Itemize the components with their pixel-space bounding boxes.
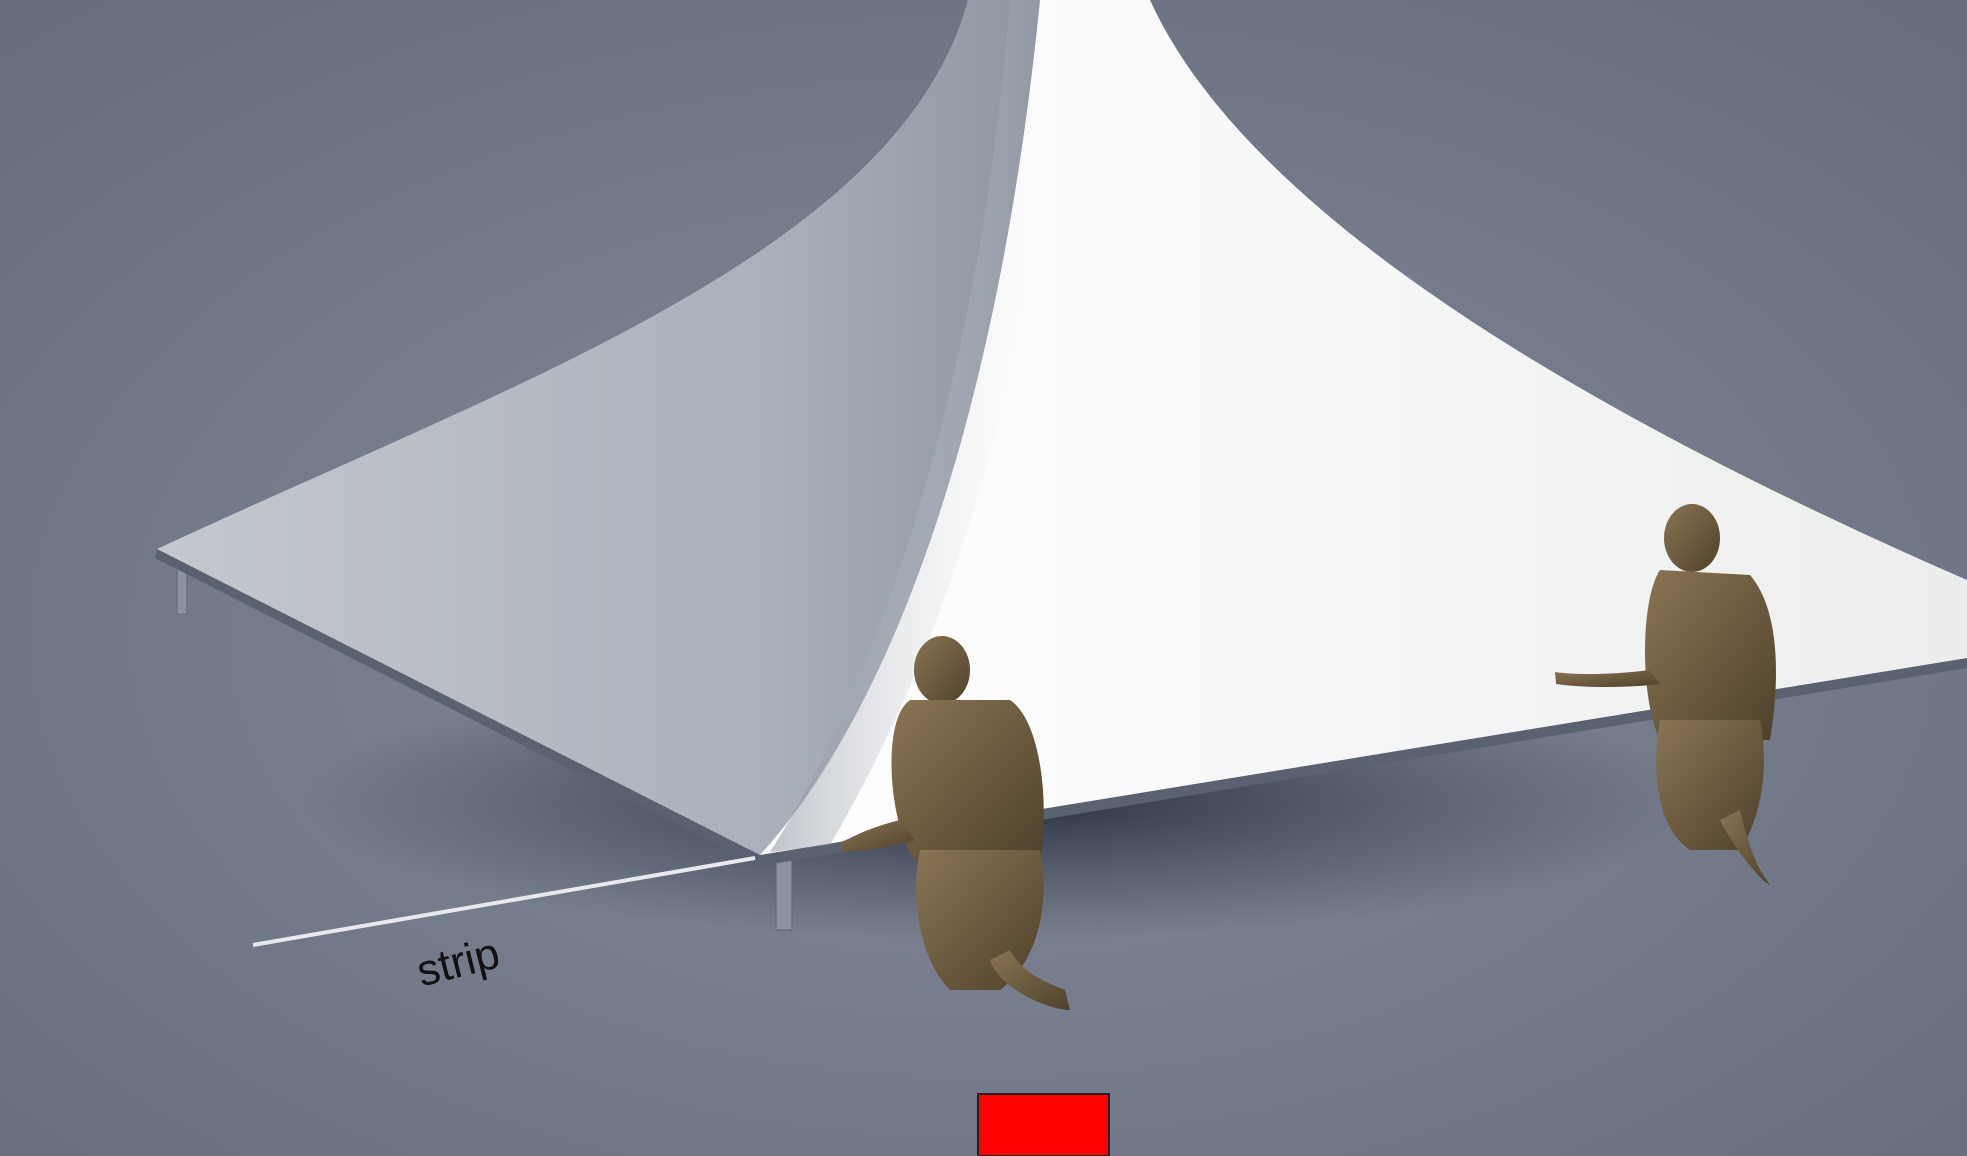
red-marker-icon <box>978 1094 1109 1156</box>
